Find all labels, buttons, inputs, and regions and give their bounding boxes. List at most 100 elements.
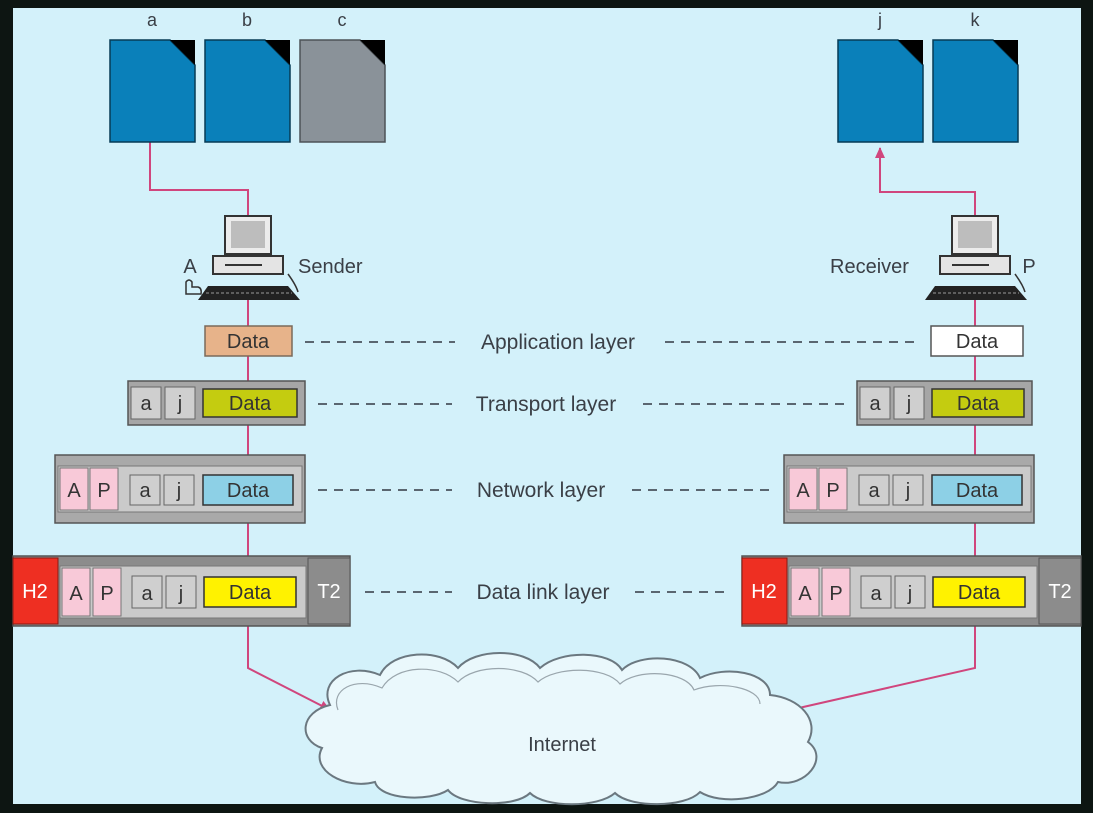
sender-network-A-cell <box>59 467 89 511</box>
receiver-network-a-cell <box>858 474 890 506</box>
document-corner-icon <box>170 40 195 65</box>
receiver-datalink-t2-cell <box>1038 557 1082 625</box>
sender-datalink-A-text: A <box>69 583 83 605</box>
sender-network-data-text: Data <box>227 480 270 502</box>
sender-datalink-h2-cell <box>12 557 59 625</box>
file-b: b <box>204 10 291 143</box>
receiver-host-to-file-line <box>875 147 976 218</box>
document-icon <box>837 39 924 143</box>
file-label: j <box>877 10 882 30</box>
hand-cursor-icon <box>185 279 202 295</box>
sender-datalink-P-cell <box>92 567 122 617</box>
application-layer-label: Application layer <box>481 331 635 354</box>
sender-host-id: A <box>183 256 197 278</box>
file-k: k <box>932 10 1019 143</box>
cloud-shape <box>304 652 818 806</box>
receiver-network-P-text: P <box>826 480 839 502</box>
sender-datalink-j-text: j <box>178 583 183 605</box>
document-icon <box>109 39 196 143</box>
sender-network-j-text: j <box>176 480 181 502</box>
sender-transport-a-text: a <box>140 393 152 415</box>
sender-app-data-cell <box>204 325 293 357</box>
sender-computer-icon <box>185 215 300 300</box>
receiver-network-j-cell <box>892 474 924 506</box>
document-corner-icon <box>360 40 385 65</box>
sender-app-data-text: Data <box>227 331 270 353</box>
receiver-network-P-cell <box>818 467 848 511</box>
document-icon <box>299 39 386 143</box>
receiver-datalink-data-cell <box>932 576 1026 608</box>
receiver-host-id: P <box>1022 256 1035 278</box>
receiver-datalink-a-cell <box>860 575 892 609</box>
receiver-datalink-t2-text: T2 <box>1048 581 1071 603</box>
receiver-datalink-A-cell <box>790 567 820 617</box>
file-c: c <box>299 10 386 143</box>
datalink-layer-label: Data link layer <box>476 581 609 604</box>
mouse-cord <box>1014 273 1026 293</box>
document-corner-icon <box>898 40 923 65</box>
sender-network-a-cell <box>129 474 161 506</box>
sender-transport-j-text: j <box>177 393 182 415</box>
receiver-datalink-P-cell <box>821 567 851 617</box>
document-corner-icon <box>265 40 290 65</box>
receiver-network-j-text: j <box>905 480 910 502</box>
receiver-label: Receiver <box>830 256 909 278</box>
mouse-cord <box>287 273 299 293</box>
file-label: c <box>338 10 347 30</box>
sender-network-data-cell <box>202 474 294 506</box>
monitor-screen <box>231 221 265 248</box>
sender-datalink-j-cell <box>165 575 197 609</box>
receiver-network-data-text: Data <box>956 480 999 502</box>
file-label: a <box>147 10 158 30</box>
receiver-transport-a-text: a <box>869 393 881 415</box>
document-icon <box>204 39 291 143</box>
receiver-datalink-j-text: j <box>907 583 912 605</box>
sender-datalink-A-cell <box>61 567 91 617</box>
receiver-files: j k <box>837 10 1019 143</box>
receiver-datalink-data-text: Data <box>958 582 1001 604</box>
sender-network-j-cell <box>163 474 195 506</box>
receiver-datalink-h2-text: H2 <box>751 581 777 603</box>
document-corner-icon <box>993 40 1018 65</box>
receiver-transport-j-cell <box>893 386 925 420</box>
sender-transport-j-cell <box>164 386 196 420</box>
internet-to-receiver-line <box>789 625 976 711</box>
receiver-network-A-text: A <box>796 480 810 502</box>
receiver-app-data-cell <box>930 325 1024 357</box>
receiver-network-a-text: a <box>868 480 880 502</box>
receiver-datalink-P-text: P <box>829 583 842 605</box>
receiver-app-data-text: Data <box>956 331 999 353</box>
receiver-transport-data-cell <box>931 388 1025 418</box>
sender-datalink-t2-cell <box>307 557 351 625</box>
receiver-transport-a-cell <box>859 386 891 420</box>
sender-network-a-text: a <box>139 480 151 502</box>
sender-transport-data-text: Data <box>229 393 272 415</box>
cloud-inner-outline <box>335 667 761 711</box>
transport-layer-label: Transport layer <box>476 393 616 416</box>
sender-network-P-text: P <box>97 480 110 502</box>
sender-datalink-P-text: P <box>100 583 113 605</box>
monitor-screen <box>958 221 992 248</box>
internet-cloud-icon <box>304 652 818 806</box>
receiver-transport-data-text: Data <box>957 393 1000 415</box>
sender-transport-a-cell <box>130 386 162 420</box>
receiver-transport-j-text: j <box>906 393 911 415</box>
sender-file-to-host-line <box>149 142 249 222</box>
network-layer-label: Network layer <box>477 479 605 502</box>
receiver-network-A-cell <box>788 467 818 511</box>
sender-transport-data-cell <box>202 388 298 418</box>
receiver-datalink-h2-cell <box>741 557 788 625</box>
receiver-datalink-A-text: A <box>798 583 812 605</box>
receiver-datalink-j-cell <box>894 575 926 609</box>
sender-network-P-cell <box>89 467 119 511</box>
receiver-network-data-cell <box>931 474 1023 506</box>
internet-label: Internet <box>528 734 596 756</box>
receiver-computer-icon <box>925 215 1027 300</box>
sender-to-internet-line <box>247 625 331 711</box>
sender-files: a b c <box>109 10 386 143</box>
layer-dashes <box>305 341 920 593</box>
sender-network-A-text: A <box>67 480 81 502</box>
file-a: a <box>109 10 196 143</box>
file-label: b <box>242 10 252 30</box>
file-j: j <box>837 10 924 143</box>
